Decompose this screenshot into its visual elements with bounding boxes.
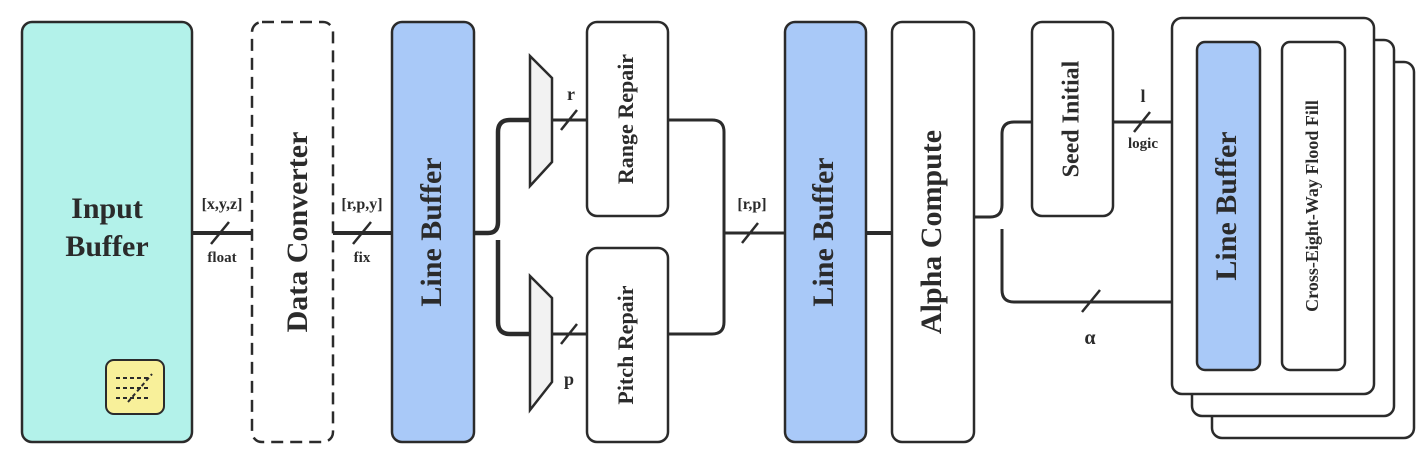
pitch-demux bbox=[528, 272, 554, 414]
signal-labels: [x,y,z] float [r,p,y] fix r p [r,p] l lo… bbox=[202, 84, 1159, 389]
alpha-compute-label: Alpha Compute bbox=[915, 130, 948, 334]
wire-bus-to-pitch-mux bbox=[495, 240, 530, 337]
range-repair-block: Range Repair bbox=[585, 20, 670, 218]
wire-bus-to-range-mux bbox=[474, 117, 530, 236]
slash-logic bbox=[1133, 111, 1151, 133]
line-buffer-1-label: Line Buffer bbox=[415, 157, 448, 306]
range-repair-label: Range Repair bbox=[613, 54, 638, 184]
line-buffer-3-label: Line Buffer bbox=[1210, 131, 1243, 280]
line-buffer-2-block: Line Buffer bbox=[783, 20, 868, 444]
wire-alpha-to-seed bbox=[974, 120, 1032, 219]
seed-initial-label: Seed Initial bbox=[1059, 60, 1085, 177]
label-p: p bbox=[564, 369, 574, 389]
alpha-compute-block: Alpha Compute bbox=[890, 20, 976, 444]
label-r: r bbox=[567, 84, 575, 104]
input-buffer-block: Input Buffer bbox=[20, 20, 194, 444]
input-buffer-label-line1: Input bbox=[71, 192, 143, 225]
pitch-repair-block: Pitch Repair bbox=[585, 246, 670, 444]
input-buffer-label-line2: Buffer bbox=[65, 230, 148, 263]
bus-width-markers bbox=[210, 109, 1151, 345]
label-logic: logic bbox=[1128, 136, 1158, 152]
label-alpha: α bbox=[1084, 327, 1095, 349]
slash-r bbox=[560, 109, 578, 131]
wire-alpha-out bbox=[1000, 229, 1172, 304]
seed-initial-block: Seed Initial bbox=[1030, 20, 1115, 218]
label-float: float bbox=[207, 250, 236, 266]
connection-lines bbox=[192, 117, 1172, 337]
data-converter-label: Data Converter bbox=[281, 132, 314, 333]
label-fix: fix bbox=[354, 250, 371, 266]
dashed-arrows-icon bbox=[105, 359, 165, 415]
label-rp: [r,p] bbox=[737, 196, 766, 213]
flood-fill-label: Cross-Eight-Way Flood Fill bbox=[1302, 100, 1322, 312]
slash-rp bbox=[741, 222, 759, 244]
slash-p bbox=[560, 323, 578, 345]
data-converter-block: Data Converter bbox=[250, 20, 335, 444]
wire-repair-merge bbox=[668, 118, 726, 336]
slash-xyz bbox=[210, 221, 230, 245]
label-rpy: [r,p,y] bbox=[341, 196, 382, 213]
pitch-repair-label: Pitch Repair bbox=[613, 285, 638, 404]
slash-alpha bbox=[1081, 289, 1101, 313]
label-l: l bbox=[1140, 86, 1145, 106]
range-demux bbox=[528, 52, 554, 190]
line-buffer-3-block: Line Buffer bbox=[1195, 40, 1262, 372]
flood-fill-stack: Line Buffer Cross-Eight-Way Flood Fill bbox=[1170, 16, 1416, 440]
line-buffer-1-block: Line Buffer bbox=[390, 20, 476, 444]
slash-rpy bbox=[352, 221, 372, 245]
demux-shapes bbox=[528, 52, 554, 414]
flood-fill-block: Cross-Eight-Way Flood Fill bbox=[1280, 40, 1347, 372]
line-buffer-2-label: Line Buffer bbox=[807, 157, 840, 306]
label-xyz: [x,y,z] bbox=[202, 196, 243, 213]
